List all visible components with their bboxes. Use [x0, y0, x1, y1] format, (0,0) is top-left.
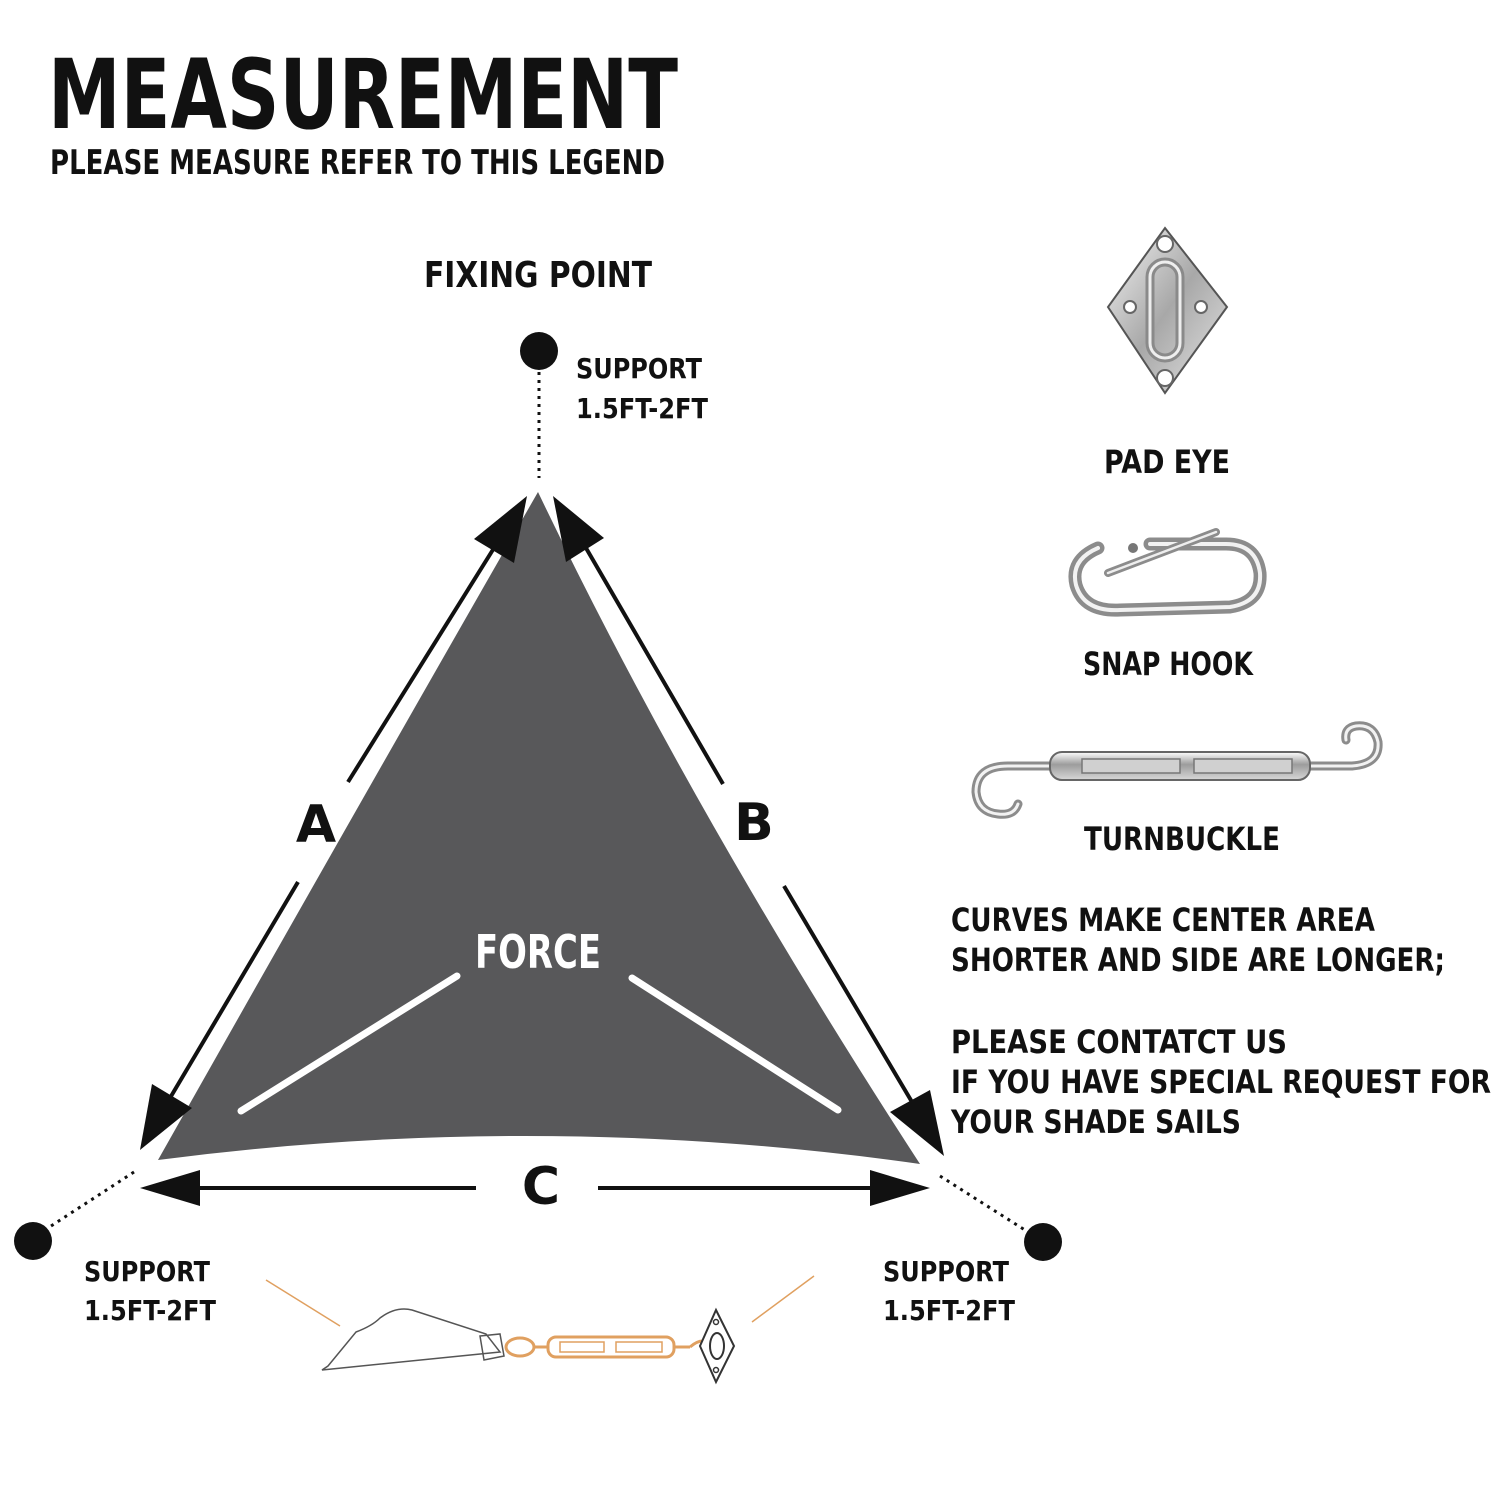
turnbuckle-icon	[971, 721, 1383, 819]
right-support-point	[1024, 1223, 1062, 1261]
force-label: FORCE	[475, 925, 601, 979]
support-right-line2: 1.5FT-2FT	[883, 1294, 1015, 1327]
page-title: MEASUREMENT	[48, 39, 678, 151]
side-b-arrowhead-top	[553, 496, 604, 562]
side-b-arrowhead-bottom	[890, 1090, 944, 1156]
side-b-arrow-upper	[584, 546, 725, 786]
side-c-arrowhead-left	[140, 1170, 200, 1206]
right-support-dotted-line	[939, 1174, 1029, 1234]
side-a-arrowhead-bottom	[140, 1084, 192, 1150]
note-contact-line2: IF YOU HAVE SPECIAL REQUEST FOR	[951, 1063, 1491, 1101]
top-support-point	[520, 332, 558, 370]
side-a-arrow-upper	[346, 546, 496, 784]
side-b-arrow-lower	[782, 884, 914, 1104]
side-c-label: C	[522, 1157, 560, 1217]
snap-hook-icon	[1068, 528, 1267, 617]
force-line-right	[628, 974, 842, 1114]
side-a-arrowhead-top	[474, 496, 527, 563]
rigging-assembly-illustration	[265, 1275, 815, 1385]
pad-eye-label: PAD EYE	[1104, 443, 1230, 481]
side-a-label: A	[296, 795, 336, 855]
support-top-line1: SUPPORT	[576, 352, 702, 385]
note-curves-line2: SHORTER AND SIDE ARE LONGER;	[951, 941, 1445, 979]
force-line-left	[237, 972, 461, 1115]
support-left-line2: 1.5FT-2FT	[84, 1294, 216, 1327]
support-left-line1: SUPPORT	[84, 1255, 210, 1288]
note-contact-line1: PLEASE CONTATCT US	[951, 1023, 1287, 1061]
left-support-point	[14, 1222, 52, 1260]
support-top-line2: 1.5FT-2FT	[576, 392, 708, 425]
page-subtitle: PLEASE MEASURE REFER TO THIS LEGEND	[50, 143, 665, 183]
support-right-line1: SUPPORT	[883, 1255, 1009, 1288]
side-a-arrow-lower	[168, 880, 300, 1100]
side-b-label: B	[734, 793, 774, 853]
note-curves-line1: CURVES MAKE CENTER AREA	[951, 901, 1375, 939]
shade-sail	[158, 492, 920, 1164]
fixing-point-label: FIXING POINT	[424, 255, 652, 296]
snap-hook-label: SNAP HOOK	[1083, 645, 1254, 683]
pad-eye-icon	[1106, 226, 1229, 395]
left-support-dotted-line	[47, 1170, 135, 1230]
note-contact-line3: YOUR SHADE SAILS	[950, 1103, 1241, 1141]
turnbuckle-label: TURNBUCKLE	[1084, 820, 1280, 858]
side-c-arrowhead-right	[870, 1170, 930, 1206]
